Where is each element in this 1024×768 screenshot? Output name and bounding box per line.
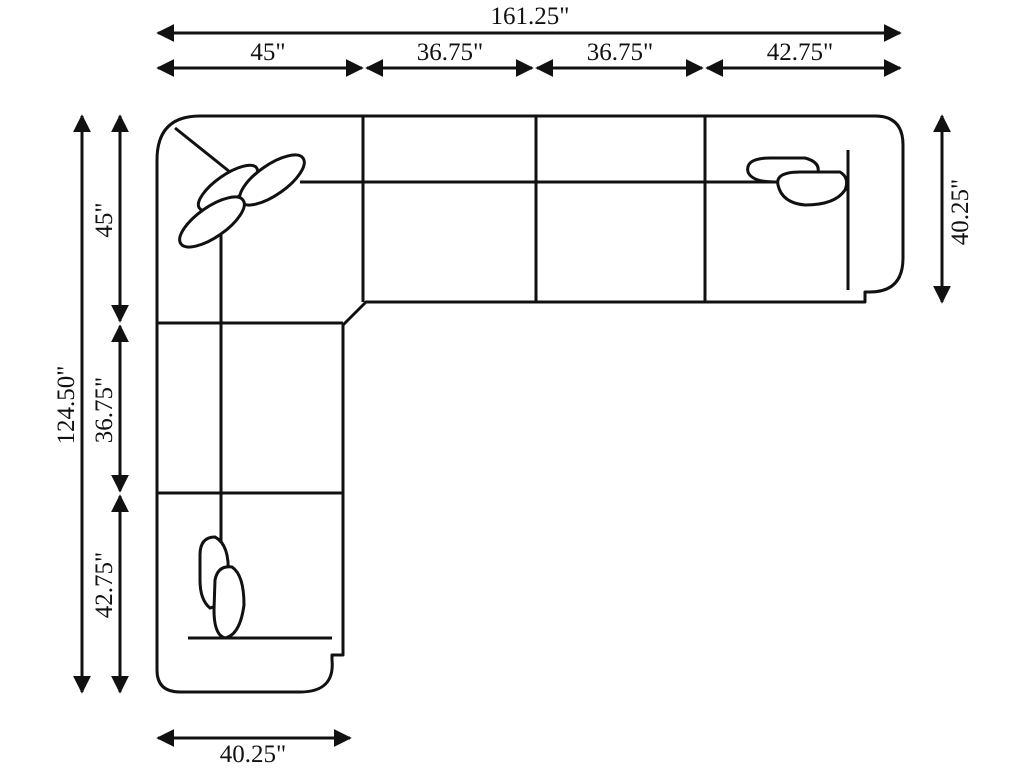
left-section-1-label: 45" — [91, 202, 118, 237]
left-section-3-label: 42.75" — [91, 552, 118, 618]
pillow-icon — [178, 195, 246, 249]
pillows — [178, 153, 849, 640]
section-2-width-label: 36.75" — [417, 39, 483, 66]
section-1-width-label: 45" — [250, 39, 285, 66]
section-4-width-label: 42.75" — [767, 39, 833, 66]
section-3-width-label: 36.75" — [587, 39, 653, 66]
sofa-inner-lines — [157, 116, 850, 640]
overall-length-label: 124.50" — [53, 366, 80, 445]
bottom-depth-label: 40.25" — [220, 741, 286, 768]
pillow-icon — [776, 170, 849, 207]
overall-width-label: 161.25" — [491, 3, 570, 30]
sofa-outline — [155, 114, 905, 694]
right-depth-label: 40.25" — [947, 179, 974, 245]
left-section-2-label: 36.75" — [91, 377, 118, 443]
pillow-icon — [212, 565, 246, 640]
